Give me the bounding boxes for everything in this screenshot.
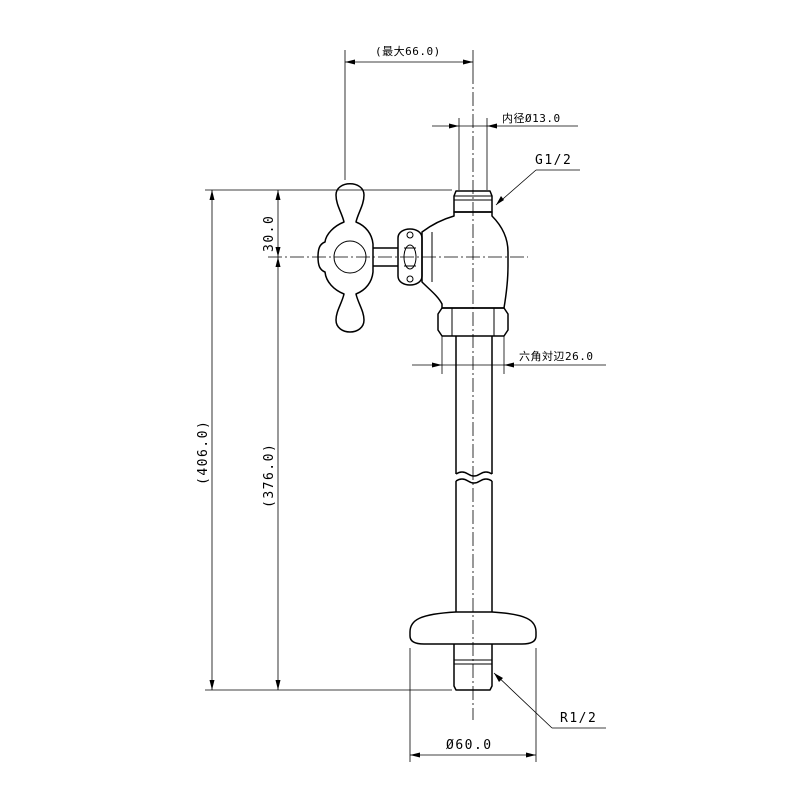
- riser-pipe: [455, 336, 493, 612]
- dim-flange-diameter: Ø60.0: [409, 648, 537, 762]
- dim-max-width: (最大66.0): [344, 44, 474, 180]
- dim-hex-flats: 六角対辺26.0: [412, 336, 606, 374]
- valve-body: [421, 190, 509, 337]
- valve-handle: [317, 183, 374, 333]
- wall-flange: [409, 611, 537, 645]
- leader-g-thread: G1/2: [495, 153, 580, 206]
- label-flange-diameter: Ø60.0: [446, 738, 493, 753]
- dim-inner-diameter: 内径Ø13.0: [432, 111, 578, 190]
- label-total-height: (406.0): [196, 420, 211, 485]
- label-inner-diameter: 内径Ø13.0: [502, 111, 561, 125]
- label-pipe-height: (376.0): [262, 443, 277, 508]
- label-g-thread: G1/2: [535, 153, 572, 168]
- leader-r-thread: R1/2: [493, 672, 606, 729]
- dim-pipe-height: (376.0): [262, 257, 281, 690]
- dim-total-height: (406.0): [196, 190, 452, 691]
- label-r-thread: R1/2: [560, 711, 597, 726]
- dim-handle-offset: 30.0: [205, 189, 452, 257]
- label-handle-offset: 30.0: [262, 215, 277, 252]
- label-hex-flats: 六角対辺26.0: [519, 349, 594, 363]
- bottom-thread: [453, 644, 493, 691]
- center-lines: [268, 70, 528, 720]
- label-max-width: (最大66.0): [375, 44, 441, 58]
- valve-stem: [373, 247, 398, 267]
